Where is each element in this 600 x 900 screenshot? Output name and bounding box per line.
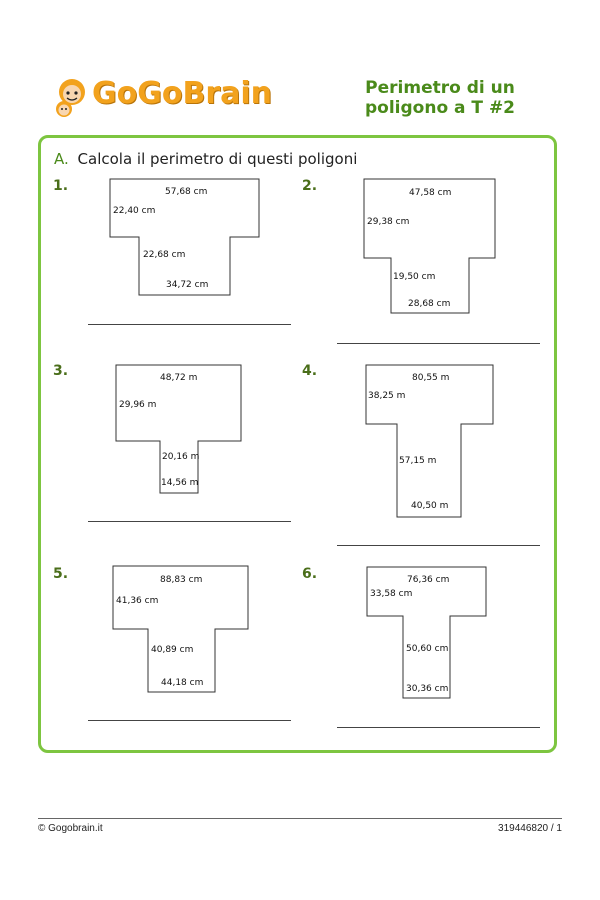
mascot-icon	[56, 79, 85, 117]
t-polygon-5	[112, 565, 249, 693]
problem-6-top-label: 76,36 cm	[407, 575, 450, 585]
answer-line-1[interactable]	[88, 324, 291, 325]
instruction: A. Calcola il perimetro di questi poligo…	[54, 150, 357, 168]
problem-3-stem-side-label: 20,16 m	[162, 452, 200, 462]
footer-copyright: © Gogobrain.it	[38, 823, 103, 834]
problem-5-side-label: 41,36 cm	[116, 596, 159, 606]
problem-number-6: 6.	[302, 566, 318, 582]
t-polygon-6	[366, 566, 487, 699]
problem-5-stem-side-label: 40,89 cm	[151, 645, 194, 655]
title-line-1: Perimetro di un	[365, 78, 515, 98]
answer-line-4[interactable]	[337, 545, 540, 546]
footer-page-id: 319446820 / 1	[498, 823, 562, 834]
problem-4-side-label: 38,25 m	[368, 391, 406, 401]
footer-divider	[38, 818, 562, 819]
problem-number-2: 2.	[302, 178, 318, 194]
problem-5-bottom-label: 44,18 cm	[161, 678, 204, 688]
problem-6-side-label: 33,58 cm	[370, 589, 413, 599]
problem-number-3: 3.	[53, 363, 69, 379]
title-line-2: poligono a T #2	[364, 98, 516, 118]
page-title: Perimetro di un poligono a T #2	[340, 78, 540, 118]
problem-2-stem-side-label: 19,50 cm	[393, 272, 436, 282]
problem-5-top-label: 88,83 cm	[160, 575, 203, 585]
t-polygon-3	[115, 364, 242, 494]
problem-3-side-label: 29,96 m	[119, 400, 157, 410]
problem-6-stem-side-label: 50,60 cm	[406, 644, 449, 654]
problem-4-bottom-label: 40,50 m	[411, 501, 449, 511]
problem-2-bottom-label: 28,68 cm	[408, 299, 451, 309]
problem-3-top-label: 48,72 m	[160, 373, 198, 383]
problem-1-top-label: 57,68 cm	[165, 187, 208, 197]
problem-6-bottom-label: 30,36 cm	[406, 684, 449, 694]
answer-line-2[interactable]	[337, 343, 540, 344]
problem-3-bottom-label: 14,56 m	[161, 478, 199, 488]
problem-1-stem-side-label: 22,68 cm	[143, 250, 186, 260]
problem-1-bottom-label: 34,72 cm	[166, 280, 209, 290]
problem-4-top-label: 80,55 m	[412, 373, 450, 383]
worksheet-frame	[38, 135, 557, 753]
problem-2-top-label: 47,58 cm	[409, 188, 452, 198]
problem-number-5: 5.	[53, 566, 69, 582]
answer-line-6[interactable]	[337, 727, 540, 728]
t-polygon-2	[363, 178, 496, 314]
instruction-text: Calcola il perimetro di questi poligoni	[77, 150, 358, 168]
problem-number-4: 4.	[302, 363, 318, 379]
t-polygon-1	[109, 178, 260, 296]
answer-line-5[interactable]	[88, 720, 291, 721]
problem-1-side-label: 22,40 cm	[113, 206, 156, 216]
problem-number-1: 1.	[53, 178, 69, 194]
instruction-letter: A.	[54, 150, 69, 168]
problem-2-side-label: 29,38 cm	[367, 217, 410, 227]
gogobrain-logo: GoGoBrain	[52, 74, 282, 120]
problem-4-stem-side-label: 57,15 m	[399, 456, 437, 466]
answer-line-3[interactable]	[88, 521, 291, 522]
logo-text: GoGoBrain	[92, 76, 273, 111]
t-polygon-4	[365, 364, 494, 518]
